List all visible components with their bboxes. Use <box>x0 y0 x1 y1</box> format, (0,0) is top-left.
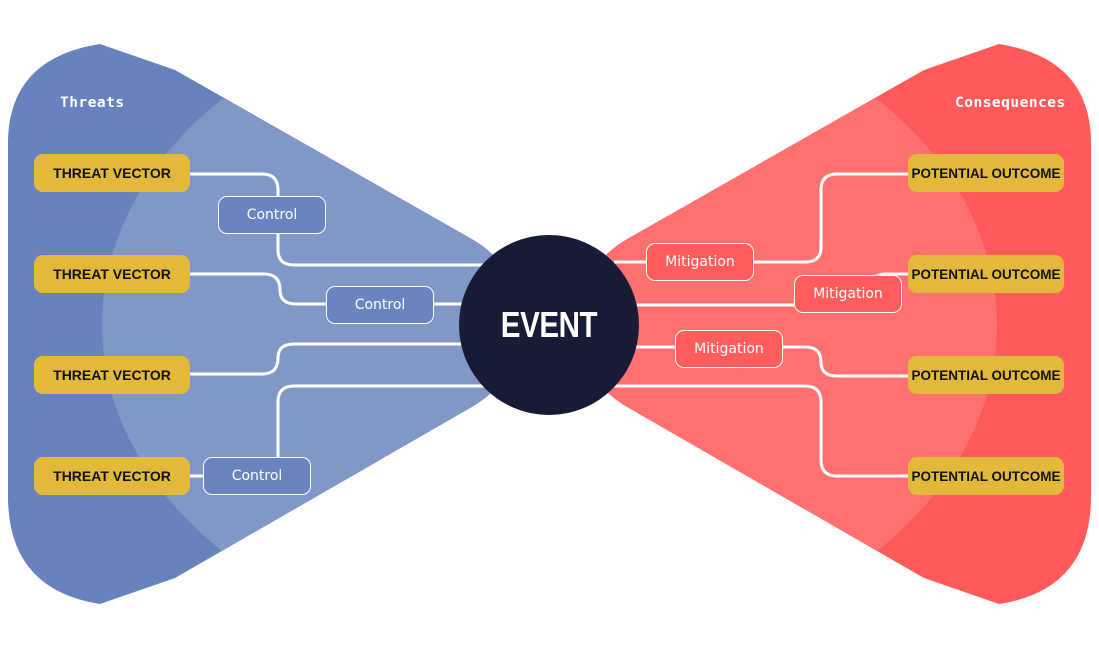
outcome-connector-3 <box>630 345 908 378</box>
outcome-connector-1 <box>614 172 908 264</box>
threat-vector-pill-4[interactable]: THREAT VECTOR <box>34 457 190 495</box>
control-pill-3[interactable]: Control <box>203 457 311 495</box>
mitigation-pill-3[interactable]: Mitigation <box>675 330 783 368</box>
threat-vector-pill-3[interactable]: THREAT VECTOR <box>34 356 190 394</box>
outcome-connector-4 <box>614 384 908 478</box>
potential-outcome-pill-1[interactable]: POTENTIAL OUTCOME <box>908 154 1064 192</box>
potential-outcome-pill-4[interactable]: POTENTIAL OUTCOME <box>908 457 1064 495</box>
potential-outcome-pill-2[interactable]: POTENTIAL OUTCOME <box>908 255 1064 293</box>
threat-vector-pill-1[interactable]: THREAT VECTOR <box>34 154 190 192</box>
potential-outcome-pill-3[interactable]: POTENTIAL OUTCOME <box>908 356 1064 394</box>
threats-title: Threats <box>60 95 125 111</box>
control-pill-1[interactable]: Control <box>218 196 326 234</box>
threat-connector-3 <box>190 342 470 376</box>
threat-vector-pill-2[interactable]: THREAT VECTOR <box>34 255 190 293</box>
event-label: EVENT <box>500 304 598 345</box>
consequences-title: Consequences <box>955 95 1066 111</box>
event-circle <box>459 235 639 415</box>
mitigation-pill-2[interactable]: Mitigation <box>794 275 902 313</box>
control-pill-2[interactable]: Control <box>326 286 434 324</box>
threat-connector-2 <box>190 272 470 306</box>
mitigation-pill-1[interactable]: Mitigation <box>646 243 754 281</box>
